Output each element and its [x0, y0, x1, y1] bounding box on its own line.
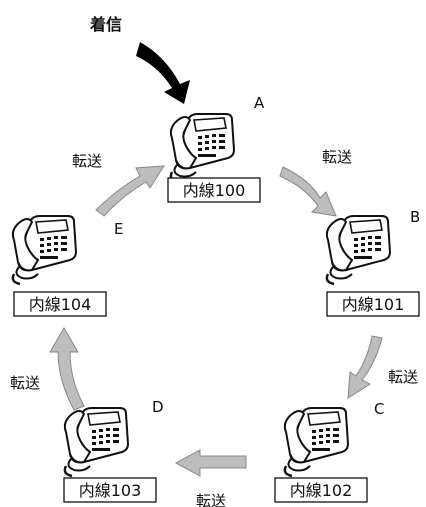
- transfer-arrow-a-to-b: [280, 167, 336, 216]
- phone-a-icon: [171, 114, 234, 182]
- transfer-arrow-b-to-c: [348, 336, 382, 398]
- phone-letter-b: B: [410, 208, 420, 226]
- phone-letter-c: C: [374, 400, 384, 418]
- phone-b-icon: [327, 216, 390, 284]
- transfer-arrow-e-to-a: [96, 166, 164, 216]
- phone-c-icon: [285, 408, 348, 476]
- extension-label-e: 内線104: [29, 295, 92, 314]
- phone-d-icon: [65, 408, 128, 476]
- phone-letter-d: D: [152, 398, 164, 416]
- phone-letter-a: A: [254, 94, 265, 112]
- extension-label-d: 内線103: [79, 481, 142, 500]
- transfer-arrow-d-to-e: [50, 328, 84, 410]
- phone-e-icon: [13, 216, 76, 284]
- extension-label-c: 内線102: [290, 481, 353, 500]
- transfer-arrow-c-to-d: [176, 450, 246, 476]
- extension-label-a: 内線100: [183, 181, 246, 200]
- transfer-label-d-to-e: 転送: [10, 374, 40, 392]
- incoming-label: 着信: [89, 15, 122, 34]
- incoming-arrow: [136, 42, 190, 104]
- transfer-label-b-to-c: 転送: [388, 368, 418, 386]
- extension-label-b: 内線101: [342, 295, 405, 314]
- transfer-label-a-to-b: 転送: [322, 148, 352, 166]
- transfer-label-e-to-a: 転送: [72, 152, 102, 170]
- transfer-label-c-to-d: 転送: [196, 492, 226, 507]
- phone-letter-e: E: [114, 220, 123, 238]
